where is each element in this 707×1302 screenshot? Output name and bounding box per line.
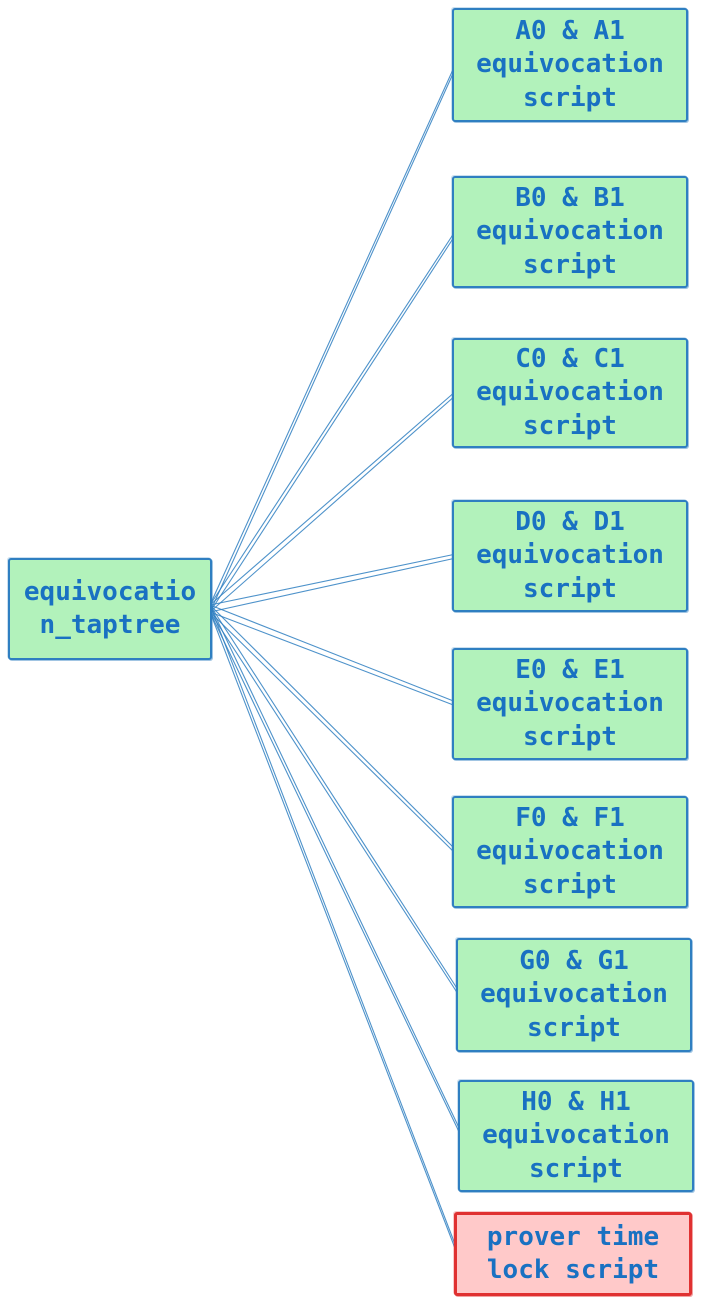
node-e0-e1-equivocation-script: E0 & E1 equivocation script	[452, 648, 688, 760]
node-d0-d1-equivocation-script: D0 & D1 equivocation script	[452, 500, 688, 612]
node-equivocation-taptree: equivocatio n_taptree	[8, 558, 212, 660]
node-f0-f1-equivocation-script: F0 & F1 equivocation script	[452, 796, 688, 908]
node-prover-time-lock-script: prover time lock script	[454, 1212, 692, 1296]
node-g0-g1-equivocation-script: G0 & G1 equivocation script	[456, 938, 692, 1052]
node-a0-a1-equivocation-script: A0 & A1 equivocation script	[452, 8, 688, 122]
node-h0-h1-equivocation-script: H0 & H1 equivocation script	[458, 1080, 694, 1192]
node-c0-c1-equivocation-script: C0 & C1 equivocation script	[452, 338, 688, 448]
node-b0-b1-equivocation-script: B0 & B1 equivocation script	[452, 176, 688, 288]
